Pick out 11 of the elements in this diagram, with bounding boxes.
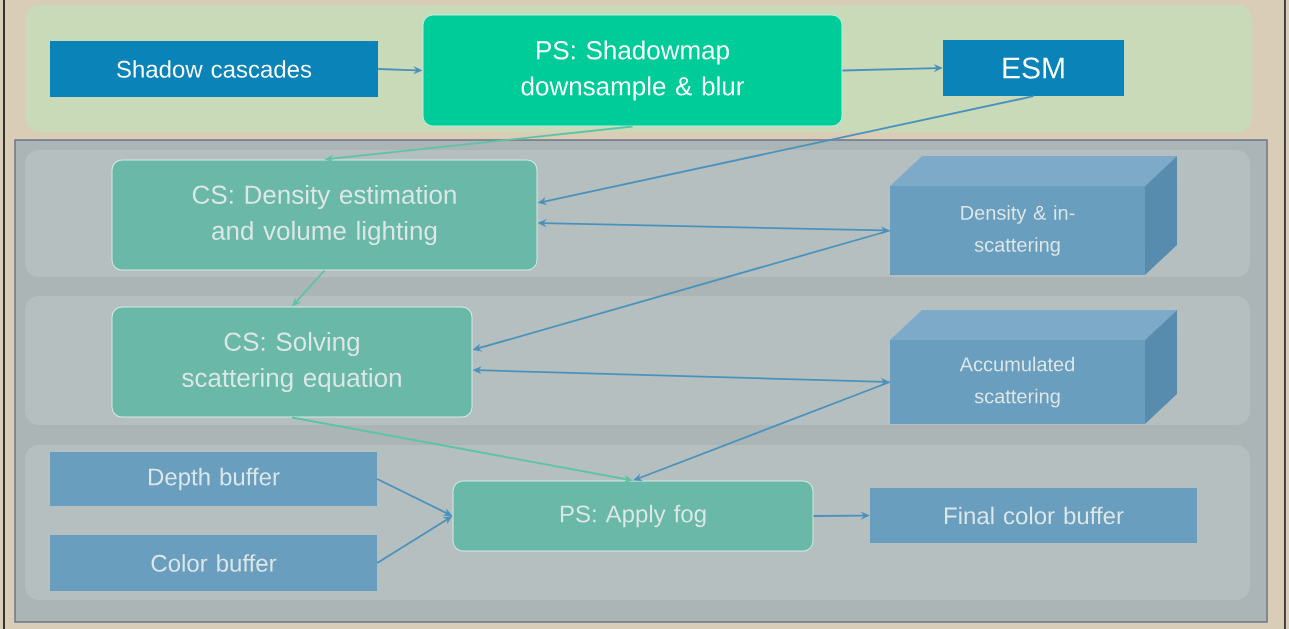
process-box: Shadow cascades <box>50 41 378 97</box>
buffer-cube: Density & in-scattering <box>890 156 1177 275</box>
process-box: CS: Density estimation and volume lighting <box>111 159 538 271</box>
buffer-cube: Accumulated scattering <box>890 310 1177 424</box>
buffer-box: Color buffer <box>50 535 377 591</box>
buffer-box: Final color buffer <box>870 488 1197 543</box>
process-box: ESM <box>943 40 1124 96</box>
process-box: PS: Apply fog <box>452 480 814 552</box>
process-box: PS: Shadowmap downsample & blur <box>422 14 843 127</box>
buffer-box: Depth buffer <box>50 452 377 506</box>
process-box: CS: Solving scattering equation <box>111 306 473 418</box>
